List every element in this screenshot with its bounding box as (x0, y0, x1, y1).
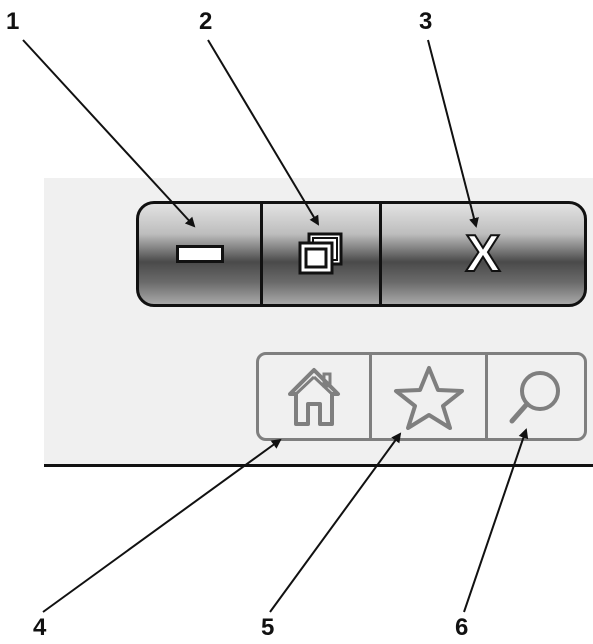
callout-number-4: 4 (33, 614, 47, 641)
search-button[interactable] (485, 355, 584, 438)
restore-button[interactable] (260, 204, 379, 304)
callout-number-6: 6 (455, 614, 469, 641)
minimize-button[interactable] (139, 204, 260, 304)
favorites-button[interactable] (369, 355, 485, 438)
leader-line-5 (269, 432, 402, 613)
leader-line-3 (427, 39, 479, 228)
restore-icon (298, 232, 343, 275)
nav-buttons (256, 352, 587, 441)
leader-line-1 (22, 39, 196, 228)
minimize-icon (175, 245, 224, 263)
leader-line-4 (42, 438, 282, 613)
search-magnifier-icon (509, 370, 560, 423)
leader-line-6 (463, 428, 529, 613)
home-button[interactable] (259, 355, 369, 438)
close-button[interactable]: X (379, 204, 584, 304)
callout-number-3: 3 (419, 8, 433, 35)
callout-number-1: 1 (6, 8, 20, 35)
callout-number-5: 5 (261, 614, 275, 641)
leader-line-2 (207, 39, 320, 226)
toolbar-bottom-rule (44, 464, 593, 467)
home-icon (288, 367, 340, 426)
close-icon: X (465, 225, 502, 283)
favorites-star-icon (393, 365, 464, 430)
window-controls: X (136, 201, 587, 307)
callout-number-2: 2 (199, 8, 213, 35)
